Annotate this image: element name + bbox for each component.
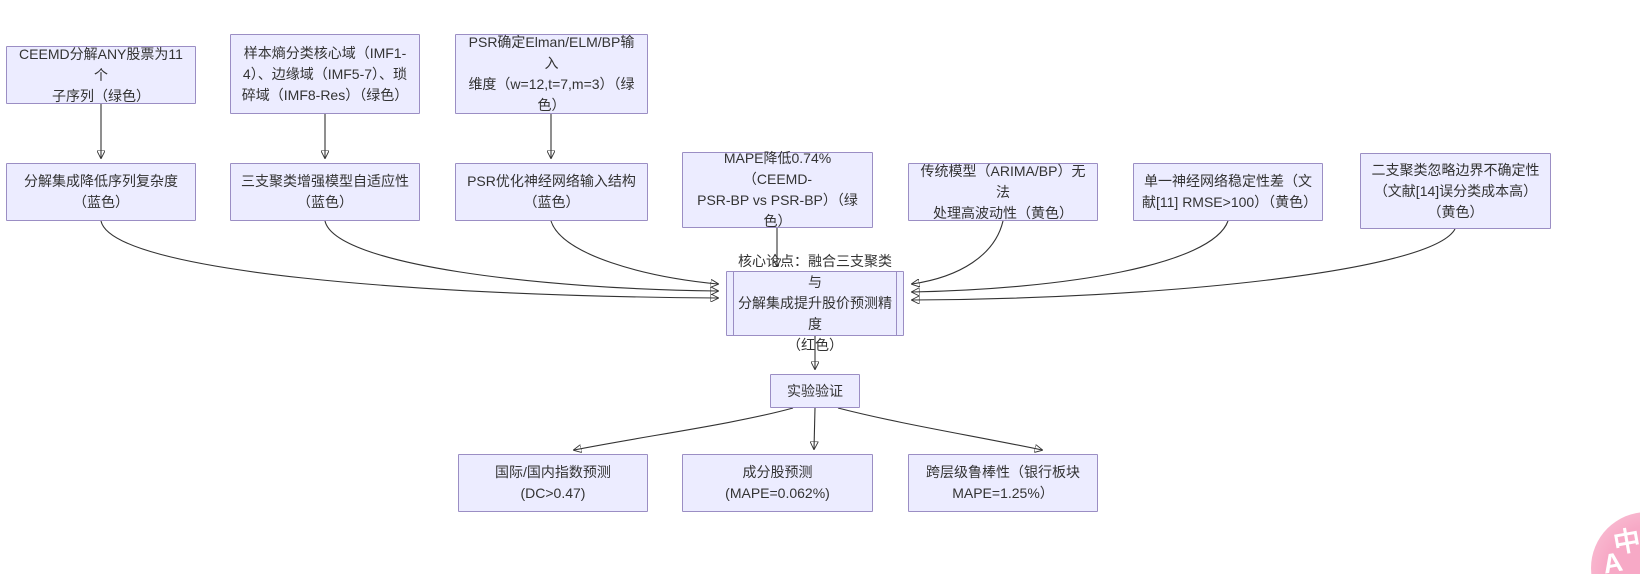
- node-cross-level-robustness: 跨层级鲁棒性（银行板块 MAPE=1.25%）: [908, 454, 1098, 512]
- node-label-mape-reduction: MAPE降低0.74%（CEEMD- PSR-BP vs PSR-BP）（绿 色…: [697, 150, 858, 229]
- edge-clustering-to-core: [324, 220, 718, 291]
- node-label-decomposition-ensemble: 分解集成降低序列复杂度 （蓝色）: [24, 173, 178, 210]
- node-label-sample-entropy: 样本熵分类核心域（IMF1- 4）、边缘域（IMF5-7）、琐 碎域（IMF8-…: [241, 44, 409, 103]
- edge-decomposition-to-core: [100, 220, 718, 298]
- node-index-prediction: 国际/国内指数预测 (DC>0.47): [458, 454, 648, 512]
- node-ceemd-decomposition: CEEMD分解ANY股票为11个 子序列（绿色）: [6, 46, 196, 104]
- edge-singlenet-to-core: [912, 220, 1229, 292]
- node-mape-reduction: MAPE降低0.74%（CEEMD- PSR-BP vs PSR-BP）（绿 色…: [682, 150, 873, 229]
- node-traditional-models: 传统模型（ARIMA/BP）无法 处理高波动性（黄色）: [908, 163, 1098, 221]
- node-label-two-way-clustering: 二支聚类忽略边界不确定性 （文献[14]误分类成本高） （黄色）: [1371, 161, 1540, 220]
- node-single-network: 单一神经网络稳定性差（文 献[11] RMSE>100）（黄色）: [1133, 163, 1323, 221]
- edge-traditional-to-core: [912, 220, 1004, 284]
- edge-experiment-to-constituent: [814, 407, 815, 449]
- node-experiment-validation: 实验验证: [770, 374, 860, 408]
- node-three-way-clustering: 三支聚类增强模型自适应性 （蓝色）: [230, 163, 420, 221]
- node-label-traditional-models: 传统模型（ARIMA/BP）无法 处理高波动性（黄色）: [920, 162, 1086, 221]
- node-label-core-thesis: 核心论点：融合三支聚类与 分解集成提升股价预测精度 （红色）: [738, 253, 892, 353]
- node-label-constituent-prediction: 成分股预测 (MAPE=0.062%): [725, 464, 830, 501]
- node-constituent-prediction: 成分股预测 (MAPE=0.062%): [682, 454, 873, 512]
- edge-experiment-to-robustness: [837, 407, 1042, 450]
- node-psr-optimization: PSR优化神经网络输入结构 （蓝色）: [455, 163, 648, 221]
- edge-psropt-to-core: [550, 220, 718, 284]
- node-label-psr-optimization: PSR优化神经网络输入结构 （蓝色）: [467, 173, 636, 210]
- node-psr-dimension: PSR确定Elman/ELM/BP输入 维度（w=12,t=7,m=3）（绿 色…: [455, 34, 648, 114]
- node-two-way-clustering: 二支聚类忽略边界不确定性 （文献[14]误分类成本高） （黄色）: [1360, 153, 1551, 229]
- node-label-ceemd: CEEMD分解ANY股票为11个 子序列（绿色）: [19, 45, 183, 104]
- node-label-experiment-validation: 实验验证: [787, 382, 843, 399]
- node-label-index-prediction: 国际/国内指数预测 (DC>0.47): [495, 464, 611, 501]
- node-label-single-network: 单一神经网络稳定性差（文 献[11] RMSE>100）（黄色）: [1142, 173, 1318, 210]
- edge-twoway-to-core: [912, 228, 1456, 300]
- edge-experiment-to-index: [574, 407, 794, 450]
- node-label-three-way-clustering: 三支聚类增强模型自适应性 （蓝色）: [241, 173, 409, 210]
- node-label-cross-level-robustness: 跨层级鲁棒性（银行板块 MAPE=1.25%）: [926, 464, 1080, 501]
- node-decomposition-ensemble: 分解集成降低序列复杂度 （蓝色）: [6, 163, 196, 221]
- node-core-thesis: 核心论点：融合三支聚类与 分解集成提升股价预测精度 （红色）: [726, 253, 904, 353]
- node-label-psr-dimension: PSR确定Elman/ELM/BP输入 维度（w=12,t=7,m=3）（绿 色…: [468, 34, 635, 113]
- node-sample-entropy: 样本熵分类核心域（IMF1- 4）、边缘域（IMF5-7）、琐 碎域（IMF8-…: [230, 34, 420, 114]
